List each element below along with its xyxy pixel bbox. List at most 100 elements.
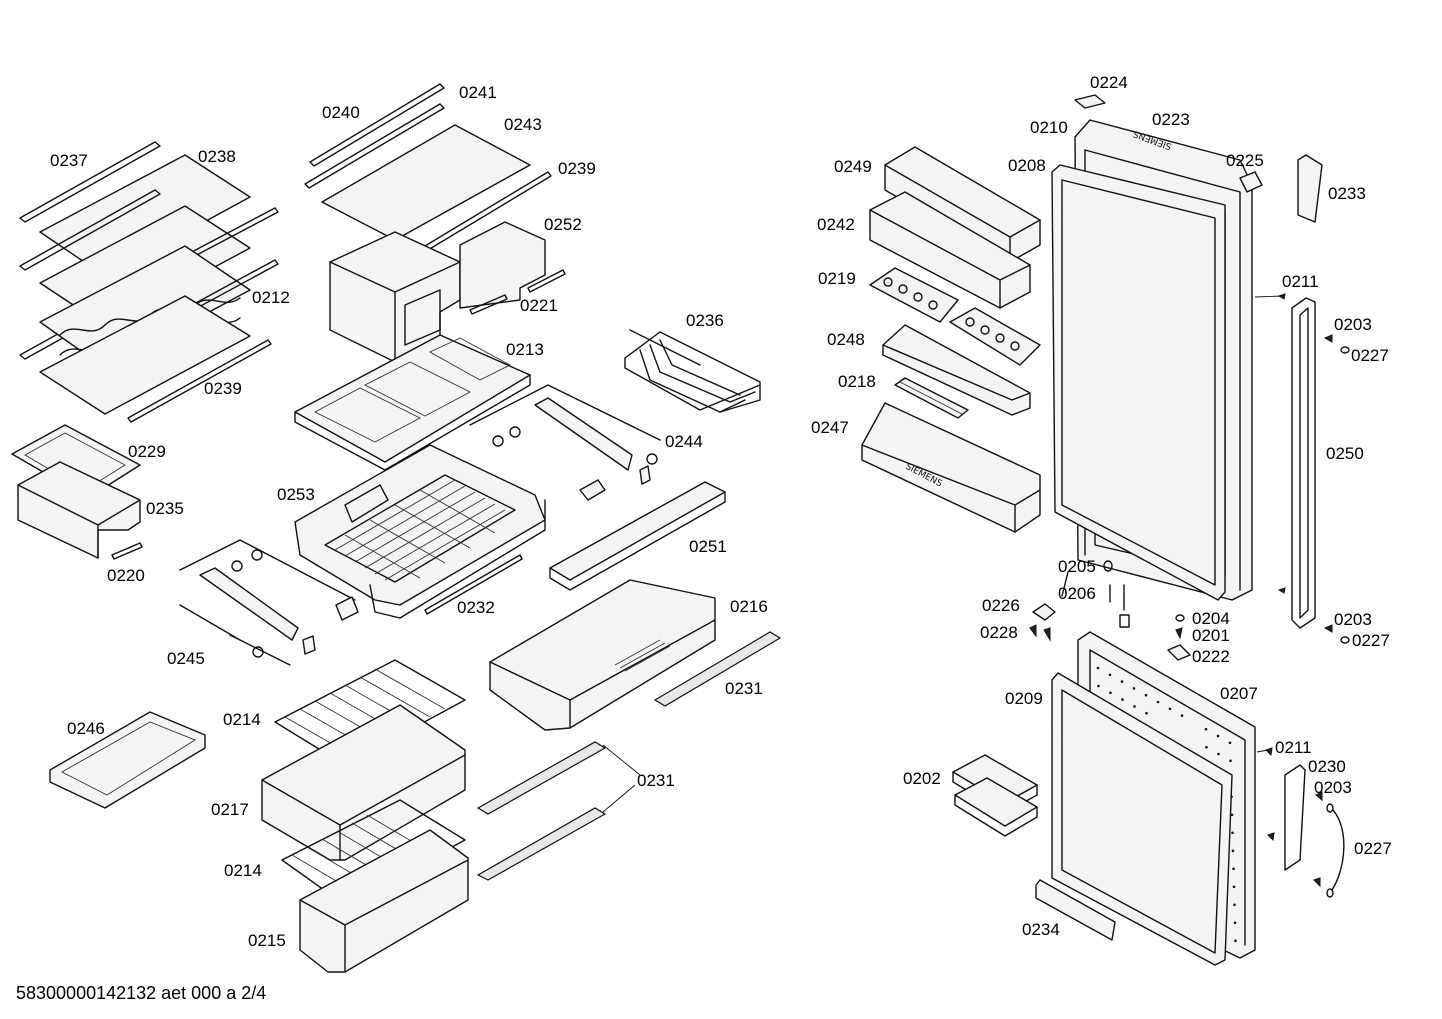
- perforation-dot: [1216, 734, 1220, 738]
- perforation-dot: [1204, 727, 1208, 731]
- label-0231-lower: 0231: [637, 771, 675, 790]
- label-0253: 0253: [277, 485, 315, 504]
- perforation-dot: [1144, 693, 1148, 697]
- label-0231-upper: 0231: [725, 679, 763, 698]
- perforation-dot: [1120, 680, 1124, 683]
- label-0232: 0232: [457, 598, 495, 617]
- label-0248: 0248: [827, 330, 865, 349]
- label-0243: 0243: [504, 115, 542, 134]
- label-0218: 0218: [838, 372, 876, 391]
- perforation-dot: [1230, 813, 1234, 817]
- label-0245: 0245: [167, 649, 205, 668]
- perforation-dot: [1232, 867, 1235, 871]
- label-0201: 0201: [1192, 626, 1230, 645]
- label-0241: 0241: [459, 83, 497, 102]
- drawer-0217-and-grid: [261, 659, 466, 861]
- label-0249: 0249: [834, 157, 872, 176]
- crisper-tray-0253: [294, 444, 546, 619]
- label-0203-middle: 0203: [1334, 610, 1372, 629]
- label-0212: 0212: [252, 288, 290, 307]
- perforation-dot: [1145, 711, 1148, 715]
- perforation-dot: [1228, 741, 1232, 745]
- glass-shelf-left-group: [19, 141, 279, 423]
- drawing-reference-footer: 58300000142132 aet 000 a 2/4: [16, 983, 267, 1003]
- perforation-dot: [1156, 700, 1160, 704]
- label-0203-upper: 0203: [1334, 315, 1372, 334]
- label-0225: 0225: [1226, 151, 1264, 170]
- label-0213: 0213: [506, 340, 544, 359]
- label-0215: 0215: [248, 931, 286, 950]
- label-0239-top: 0239: [558, 159, 596, 178]
- bracket-0244: [469, 384, 661, 501]
- blocks-0202: [952, 754, 1038, 837]
- label-0220: 0220: [107, 566, 145, 585]
- upper-door-group: SIEMENS: [1051, 94, 1323, 601]
- top-shelf-group: [304, 83, 566, 363]
- drawer-0215-and-grid: [281, 799, 469, 973]
- label-0217: 0217: [211, 800, 249, 819]
- label-0210: 0210: [1030, 118, 1068, 137]
- label-0227-lower: 0227: [1354, 839, 1392, 858]
- label-0244: 0244: [665, 432, 703, 451]
- label-0214-lower: 0214: [224, 861, 262, 880]
- label-0247: 0247: [811, 418, 849, 437]
- label-0235: 0235: [146, 499, 184, 518]
- perforation-dot: [1233, 903, 1236, 907]
- door-bins-group: SIEMENS: [861, 146, 1041, 533]
- label-0242: 0242: [817, 215, 855, 234]
- tray-0229-box-0235: [11, 424, 143, 560]
- label-0240: 0240: [322, 103, 360, 122]
- perforation-dot: [1133, 705, 1136, 708]
- wire-rack-0236: [624, 329, 761, 413]
- label-0227-upper: 0227: [1351, 346, 1389, 365]
- label-0251: 0251: [689, 537, 727, 556]
- leader-lines: [1254, 295, 1284, 753]
- label-0207: 0207: [1220, 684, 1258, 703]
- rail-0251: [549, 481, 726, 591]
- label-0250: 0250: [1326, 444, 1364, 463]
- perforation-dot: [1233, 921, 1237, 925]
- label-0230: 0230: [1308, 757, 1346, 776]
- perforation-dot: [1232, 885, 1236, 889]
- label-0206: 0206: [1058, 584, 1096, 603]
- perforation-dot: [1168, 707, 1172, 711]
- label-0219: 0219: [818, 269, 856, 288]
- door-handle-0250: [1277, 293, 1350, 644]
- perforation-dot: [1205, 745, 1208, 749]
- lower-hinge-0230: [1265, 747, 1345, 898]
- perforation-dot: [1096, 666, 1100, 670]
- label-0237: 0237: [50, 151, 88, 170]
- perforation-dot: [1108, 673, 1112, 677]
- label-0208: 0208: [1008, 156, 1046, 175]
- perforation-dot: [1217, 752, 1220, 756]
- perforation-dot: [1180, 714, 1184, 717]
- perforation-dot: [1109, 691, 1112, 695]
- label-0214-upper: 0214: [223, 710, 261, 729]
- perforation-dot: [1231, 849, 1235, 853]
- label-0236: 0236: [686, 311, 724, 330]
- perforation-dot: [1132, 687, 1136, 690]
- label-0202: 0202: [903, 769, 941, 788]
- label-0209: 0209: [1005, 689, 1043, 708]
- hinge-small-parts: [1029, 560, 1191, 661]
- drawer-0216: [489, 579, 716, 731]
- label-0211-upper: 0211: [1282, 272, 1319, 291]
- perforation-dot: [1234, 939, 1237, 943]
- label-0216: 0216: [730, 597, 768, 616]
- label-0204: 0204: [1192, 609, 1230, 628]
- label-0233: 0233: [1328, 184, 1366, 203]
- label-0227-middle: 0227: [1352, 631, 1390, 650]
- label-0234: 0234: [1022, 920, 1060, 939]
- perforation-dot: [1231, 831, 1234, 835]
- perforation-dot: [1229, 759, 1232, 763]
- label-0246: 0246: [67, 719, 105, 738]
- label-0221: 0221: [520, 296, 558, 315]
- shelf-cover-0213: [294, 334, 531, 471]
- label-0222: 0222: [1192, 647, 1230, 666]
- label-0238: 0238: [198, 147, 236, 166]
- label-0228: 0228: [980, 623, 1018, 642]
- rails-0231: [476, 631, 782, 881]
- label-0203-lower: 0203: [1314, 778, 1352, 797]
- perforation-dot: [1097, 684, 1100, 688]
